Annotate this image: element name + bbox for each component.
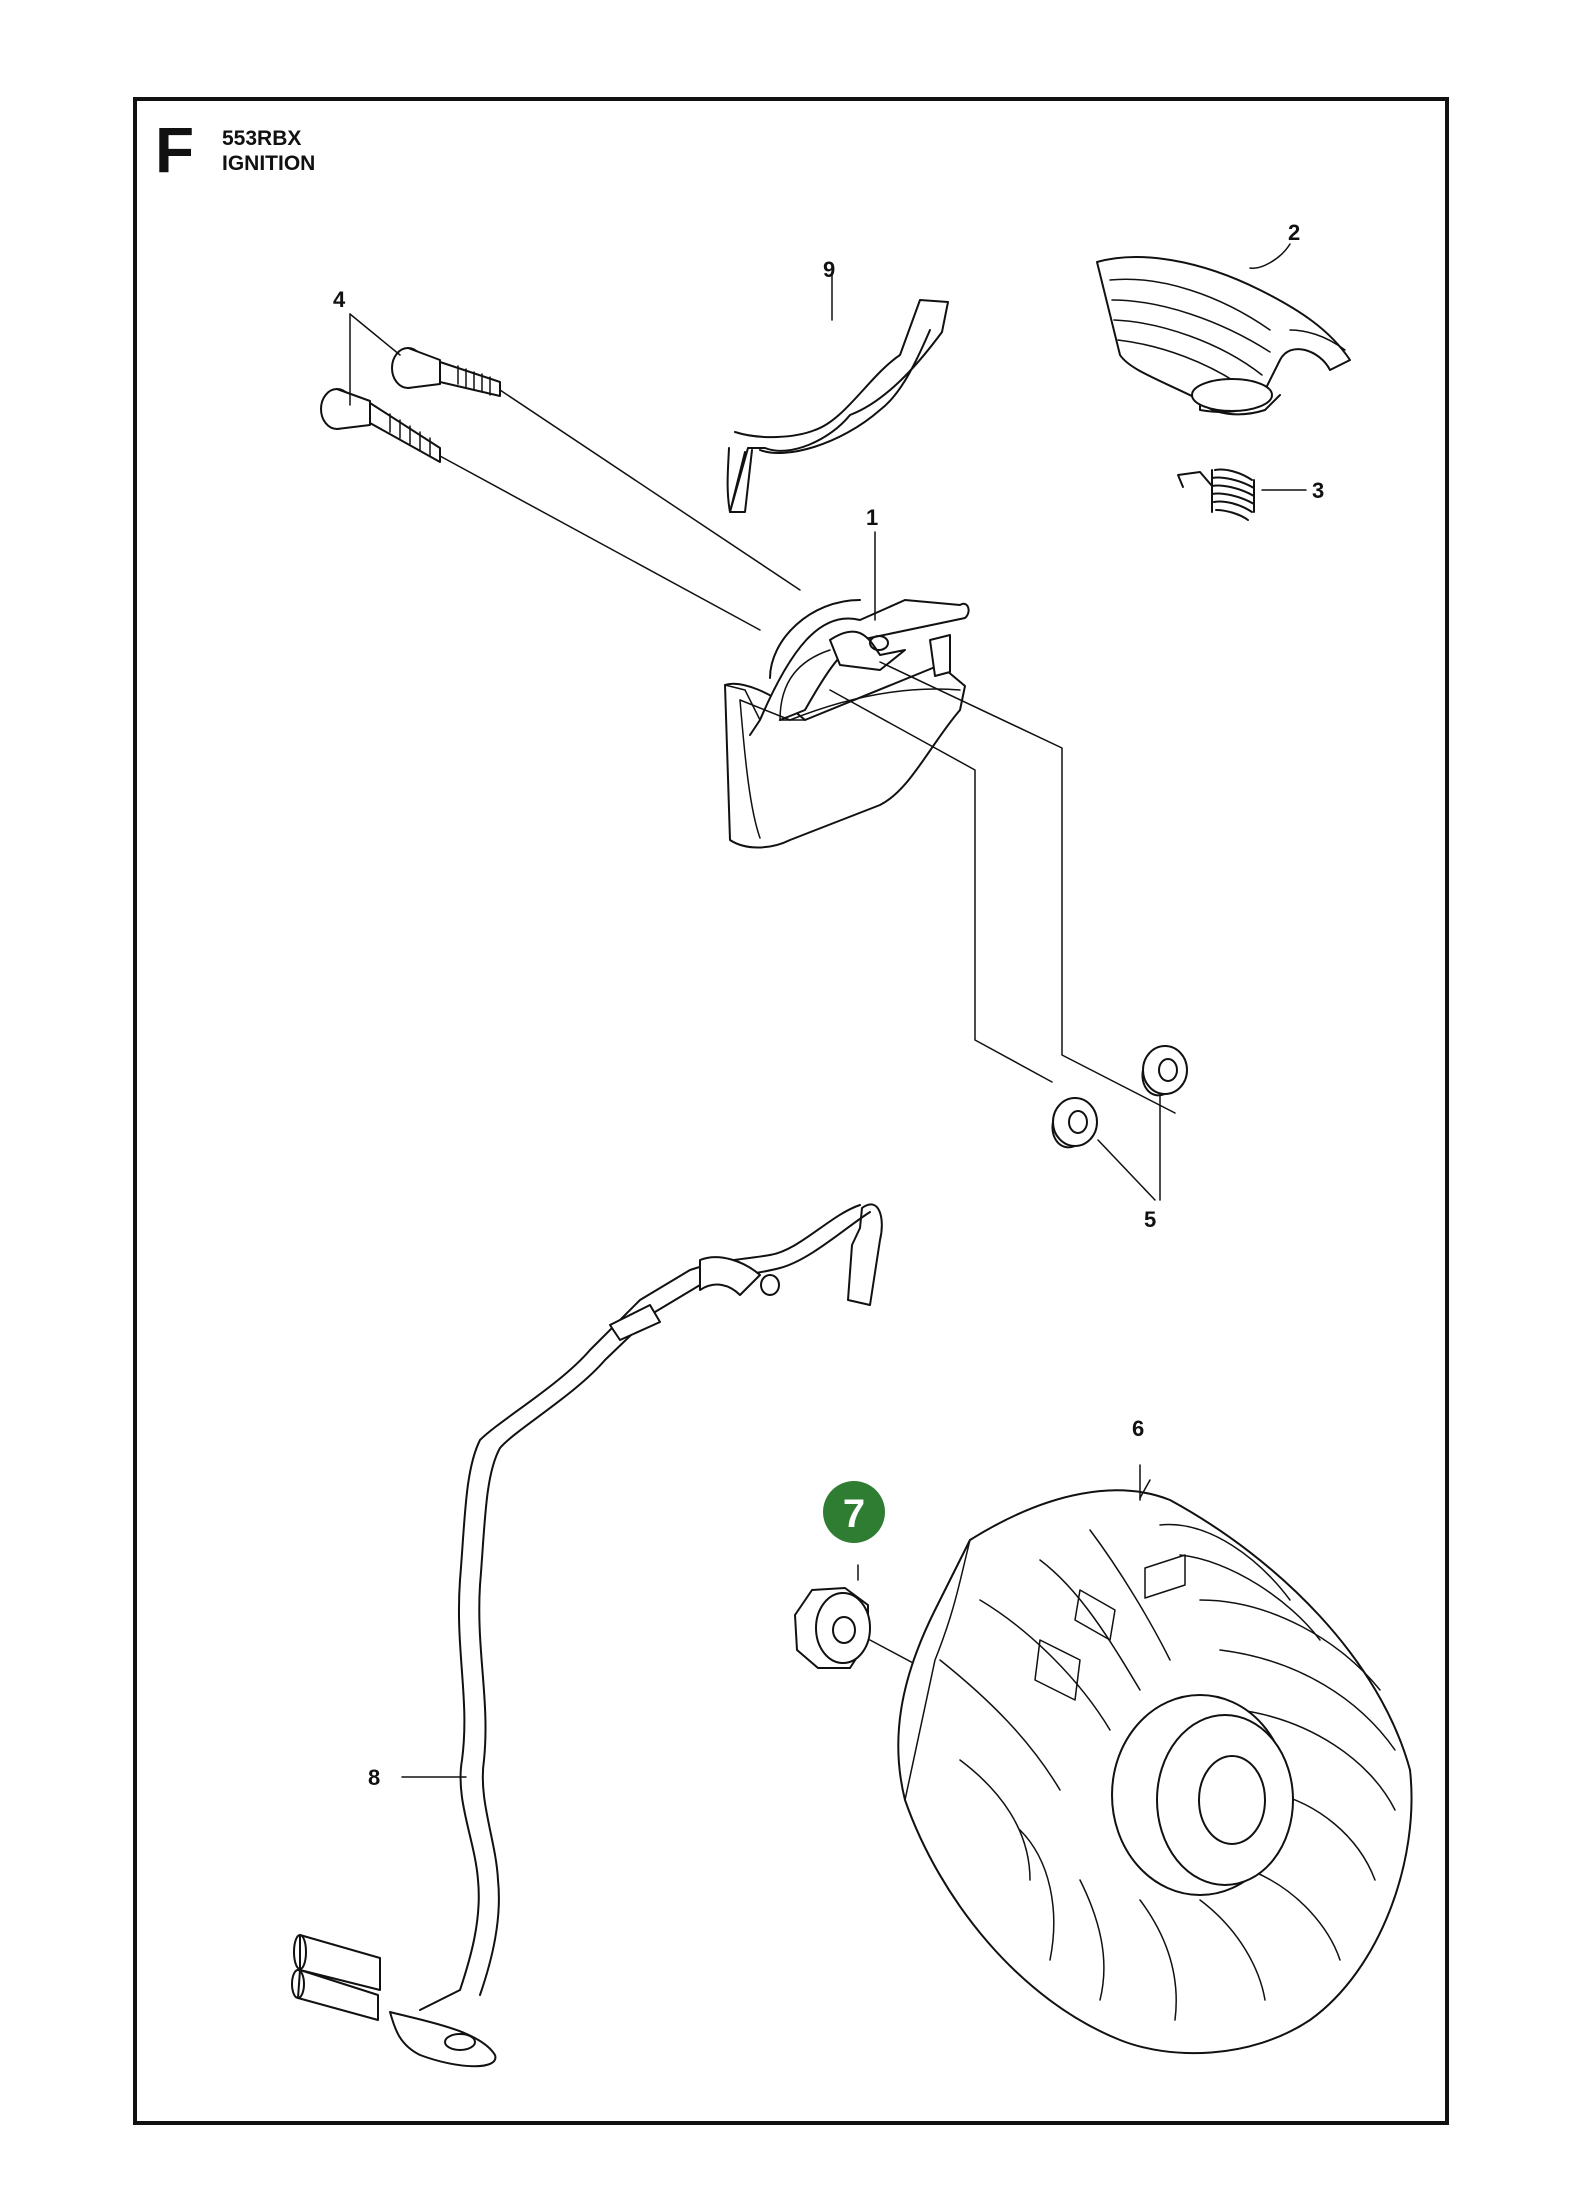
connector-bottom [291, 1934, 497, 2068]
callout-7-badge[interactable] [823, 1481, 885, 1543]
callout-7-highlight[interactable]: 7 [823, 1481, 885, 1543]
callout-label-8: 8 [368, 1765, 380, 1790]
callout-label-1: 1 [866, 505, 878, 530]
screw-upper [391, 347, 501, 397]
section-letter: F [155, 114, 195, 186]
part-6-flywheel [897, 1464, 1413, 2055]
callout-label-6: 6 [1132, 1416, 1144, 1441]
washer-lower [1051, 1097, 1098, 1149]
callout-label-3: 3 [1312, 478, 1324, 503]
part-1-ignition-module [724, 599, 1176, 1114]
callout-label-5: 5 [1144, 1207, 1156, 1232]
part-2-boot [1096, 256, 1351, 416]
model-name: 553RBX [222, 127, 302, 150]
part-8-wire-harness [291, 1203, 883, 2068]
part-3-spring [1177, 468, 1255, 521]
part-9-wire [726, 299, 949, 513]
part-4-screws [320, 347, 801, 631]
callout-leaders [349, 243, 1307, 1499]
part-5-washers [1051, 1045, 1188, 1201]
callout-label-9: 9 [823, 257, 835, 282]
callout-label-7[interactable]: 7 [843, 1492, 865, 1536]
washer-upper [1141, 1045, 1188, 1097]
diagram-frame [133, 97, 1449, 2125]
callout-label-4: 4 [333, 287, 346, 312]
diagram-title: IGNITION [222, 152, 316, 175]
screw-lower [320, 388, 441, 463]
callout-label-2: 2 [1288, 220, 1300, 245]
part-7-nut [794, 1564, 946, 1681]
